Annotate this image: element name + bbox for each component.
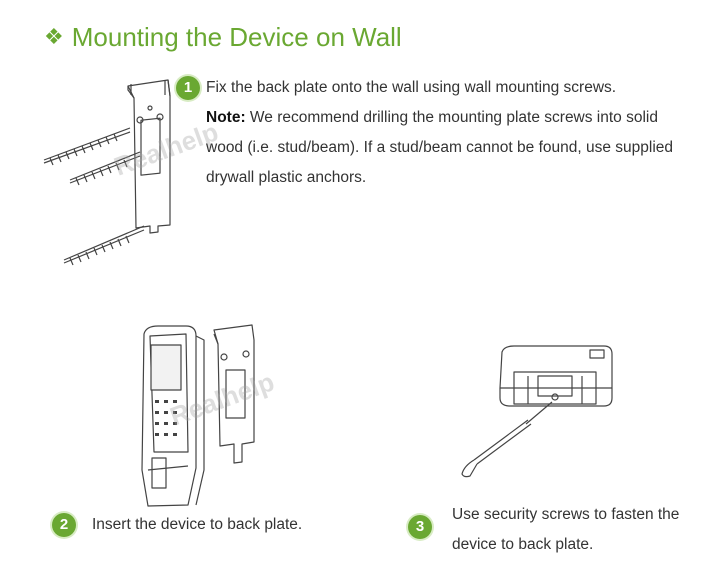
device-illustration [141,325,205,507]
screwdriver-icon [461,401,553,478]
step-3-badge: 3 [408,515,432,539]
step-1-badge: 1 [176,76,200,100]
step-3-line-2: device to back plate. [452,536,594,553]
page-title-text: Mounting the Device on Wall [71,22,402,52]
page-title: ❖ Mounting the Device on Wall [44,22,402,53]
screw-icon [43,127,131,166]
fleuron-icon: ❖ [44,24,64,49]
wall-plate-illustration [127,79,171,234]
step-1-text: Fix the back plate onto the wall using w… [206,73,706,193]
step-1-line-4: drywall plastic anchors. [206,169,367,186]
step-2-text: Insert the device to back plate. [92,516,303,533]
screw-icon [63,225,145,266]
step-1-line-1: Fix the back plate onto the wall using w… [206,79,617,96]
screw-icon [69,151,141,186]
step-3-line-1: Use security screws to fasten the [452,506,680,523]
step-1-line-3: wood (i.e. stud/beam). If a stud/beam ca… [206,139,674,156]
wall-plate-illustration [213,324,255,464]
device-illustration [499,345,613,407]
step-3-text: Use security screws to fasten the device… [452,500,712,560]
step-1-line-2: Note: We recommend drilling the mounting… [206,109,658,126]
step-2-badge: 2 [52,513,76,537]
